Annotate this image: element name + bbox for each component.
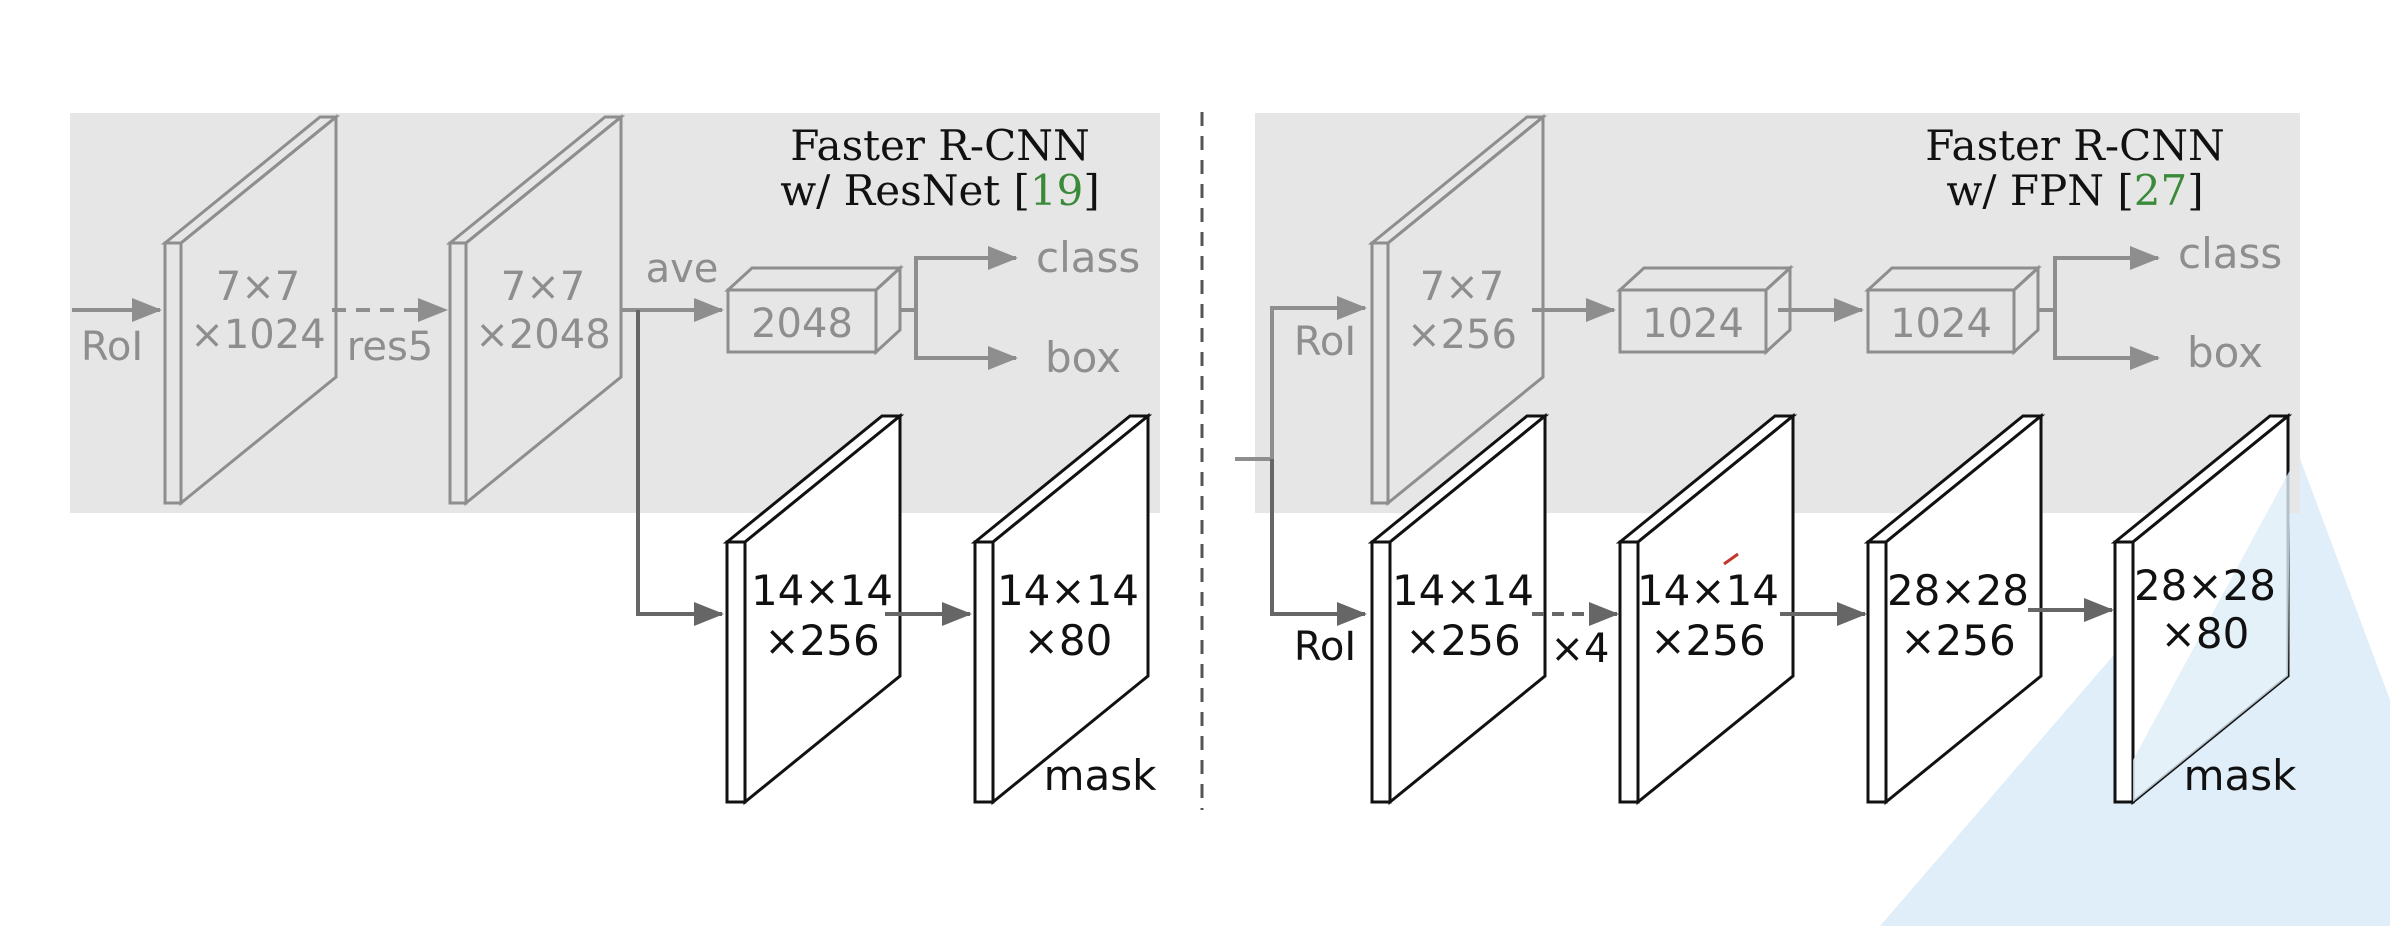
right-mask-label: mask [2184, 751, 2298, 800]
right-x4-label: ×4 [1551, 626, 1610, 672]
right-box-label: box [2187, 328, 2263, 377]
right-m3-line1: 28×28 [1887, 566, 2029, 615]
right-m2-line2: ×256 [1650, 616, 1765, 665]
left-box-label: box [1045, 333, 1121, 382]
left-feature-map-7x7x1024: 7×7 ×1024 [160, 113, 341, 507]
right-m4-line2: ×80 [2161, 609, 2250, 658]
right-m2-line1: 14×14 [1637, 566, 1779, 615]
right-m4-line1: 28×28 [2134, 561, 2276, 610]
right-fc-box-1024-a: 1024 [1616, 264, 1794, 356]
left-feat2-line1: 7×7 [501, 264, 585, 310]
left-fc-label: 2048 [751, 301, 853, 347]
left-feat1-line1: 7×7 [216, 264, 300, 310]
right-roi-top-label: RoI [1294, 319, 1356, 365]
left-mask1-line1: 14×14 [751, 566, 893, 615]
right-fc2-label: 1024 [1890, 301, 1992, 347]
right-mask-output-28x28x80: 28×28 ×80 [2110, 412, 2293, 806]
left-mask-feature-14x14x256: 14×14 ×256 [722, 412, 905, 806]
right-roi-top-arrow [1270, 296, 1367, 459]
left-class-arrow [900, 246, 1018, 312]
left-mask-branch-arrow [636, 310, 724, 626]
right-roi-bottom-label: RoI [1294, 624, 1356, 670]
right-panel-fpn-head: Faster R-CNN w/ FPN [27] RoI RoI 7×7 ×25… [1235, 113, 2300, 806]
left-feat2-line2: ×2048 [475, 312, 610, 358]
right-mask-feature-3-28x28x256: 28×28 ×256 [1863, 412, 2046, 806]
left-res5-label: res5 [347, 324, 433, 370]
right-box-arrow [2053, 310, 2160, 370]
left-feature-map-7x7x2048: 7×7 ×2048 [445, 113, 626, 507]
left-mask-output-14x14x80: 14×14 ×80 [970, 412, 1153, 806]
right-roi-bottom-arrow [1270, 459, 1367, 626]
right-title-line2: w/ FPN [27] [1946, 166, 2203, 215]
left-title-line2: w/ ResNet [19] [780, 166, 1100, 215]
right-m1-line1: 14×14 [1392, 566, 1534, 615]
cursor-mark-icon [1723, 552, 1739, 566]
right-fc1-label: 1024 [1642, 301, 1744, 347]
left-roi-label: RoI [81, 324, 143, 370]
left-mask2-line1: 14×14 [997, 566, 1139, 615]
left-mask-label: mask [1044, 751, 1158, 800]
right-mask-feature-1-14x14x256: 14×14 ×256 [1367, 412, 1550, 806]
right-class-arrow [2038, 246, 2160, 312]
left-ave-label: ave [646, 246, 719, 292]
left-panel-resnet-head: Faster R-CNN w/ ResNet [19] RoI 7×7 ×102… [70, 113, 1160, 806]
left-mask1-line2: ×256 [764, 616, 879, 665]
right-fc-box-1024-b: 1024 [1864, 264, 2042, 356]
left-class-label: class [1036, 233, 1140, 282]
left-fc-box-2048: 2048 [724, 264, 904, 356]
right-feat-line2: ×256 [1407, 312, 1517, 358]
right-m3-line2: ×256 [1900, 616, 2015, 665]
right-m1-line2: ×256 [1405, 616, 1520, 665]
left-feat1-line2: ×1024 [190, 312, 325, 358]
left-box-arrow [914, 310, 1018, 370]
right-feat-line1: 7×7 [1420, 264, 1504, 310]
right-class-label: class [2178, 229, 2282, 278]
right-mask-feature-2-14x14x256: 14×14 ×256 [1615, 412, 1798, 806]
right-title-line1: Faster R-CNN [1925, 121, 2225, 170]
left-mask2-line2: ×80 [1024, 616, 1113, 665]
left-title-line1: Faster R-CNN [790, 121, 1090, 170]
right-feature-map-7x7x256: 7×7 ×256 [1367, 113, 1548, 507]
